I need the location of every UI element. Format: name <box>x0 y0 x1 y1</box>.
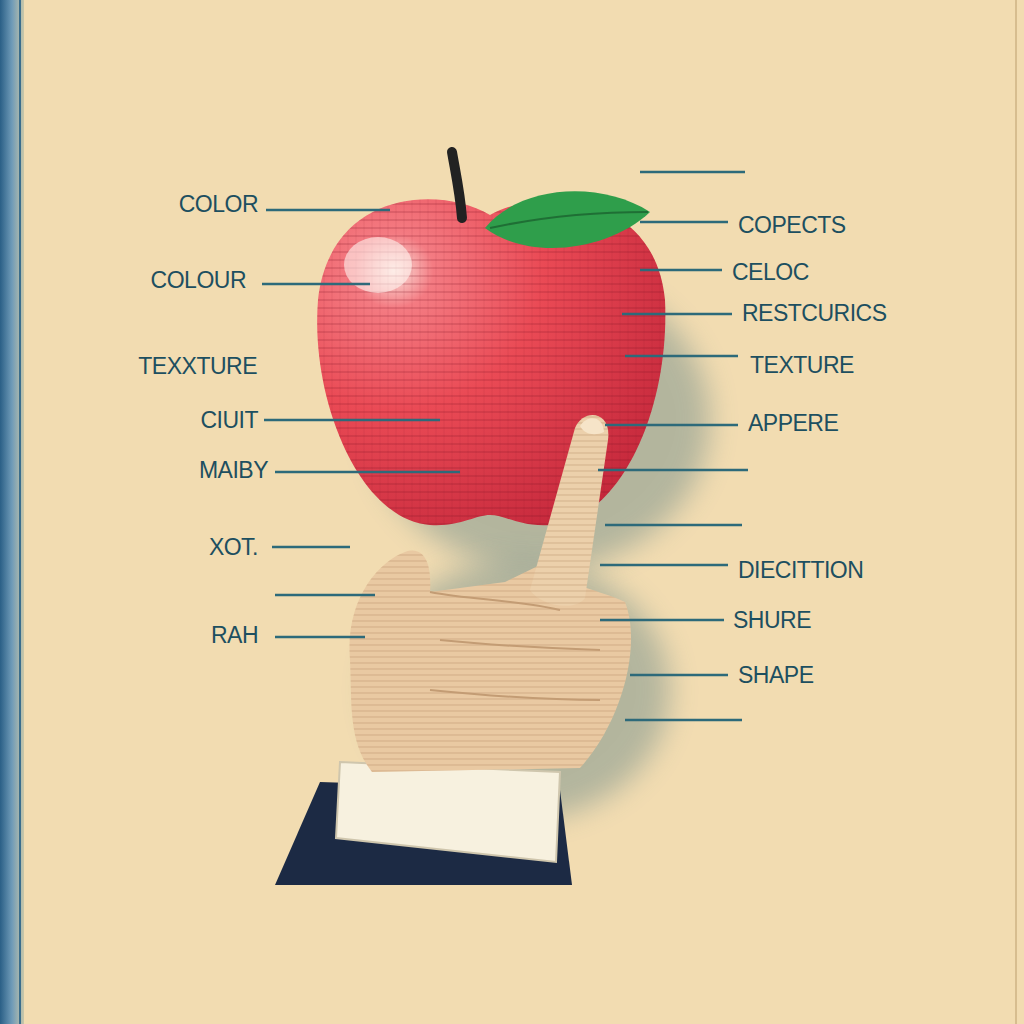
part-label: SHURE <box>733 609 811 632</box>
part-label: COPECTS <box>738 214 846 237</box>
part-label: RESTCURICS <box>742 302 887 325</box>
part-label: CIUIT <box>200 409 258 432</box>
part-label: DIECITTION <box>738 559 863 582</box>
part-label: COLOR <box>179 193 258 216</box>
part-label: SHAPE <box>738 664 813 687</box>
leader-lines <box>262 172 748 720</box>
part-label: TEXXTURE <box>138 355 257 378</box>
part-label: RAH <box>211 624 258 647</box>
part-label: MAIBY <box>199 459 268 482</box>
part-label: XOT. <box>209 536 258 559</box>
part-label: CELOC <box>732 261 809 284</box>
part-label: TEXTURE <box>750 354 854 377</box>
part-label: COLOUR <box>151 269 246 292</box>
part-label: APPERE <box>748 412 838 435</box>
